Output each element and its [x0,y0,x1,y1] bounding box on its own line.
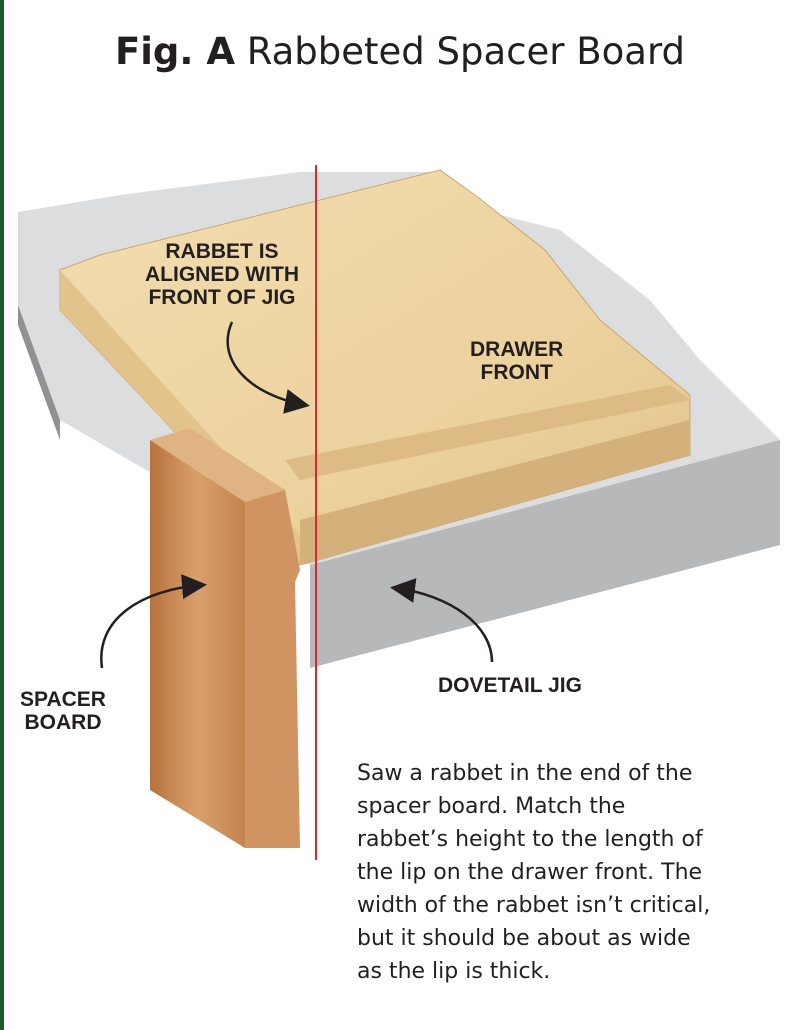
rabbet-arrow [226,321,310,414]
caption-line: Saw a rabbet in the end of the [357,761,693,786]
spacer-board-top [150,428,285,502]
caption-line: width of the rabbet isn’t critical, [357,893,711,918]
figure-title: Fig. A Rabbeted Spacer Board [0,30,800,73]
drawer-front-ledge [285,385,690,480]
dovetail-jig-arrow [390,578,494,663]
accent-bar [0,0,4,1030]
label-line: DRAWER [470,338,564,361]
label-drawer-front: DRAWER FRONT [470,338,563,384]
label-rabbet: RABBET IS ALIGNED WITH FRONT OF JIG [145,240,299,309]
caption-line: the lip on the drawer front. The [357,860,703,885]
jig-front-face [310,440,780,668]
label-dovetail-jig: DOVETAIL JIG [438,674,582,697]
figure-number: Fig. A [114,30,235,73]
drawer-front-edge [300,420,690,565]
spacer-board-face [150,440,245,848]
label-spacer-board: SPACER BOARD [20,688,106,734]
caption-line: as the lip is thick. [357,959,551,984]
label-line: RABBET IS [165,240,279,263]
label-line: FRONT [480,361,553,384]
spacer-board-side [245,490,300,848]
spacer-board-arrow [100,574,207,669]
label-line: SPACER [20,688,106,711]
caption: Saw a rabbet in the end of the spacer bo… [357,757,787,988]
caption-line: rabbet’s height to the length of [357,827,703,852]
label-line: BOARD [24,711,102,734]
figure-title-text: Rabbeted Spacer Board [246,30,686,73]
jig-left-side [18,305,60,440]
caption-line: but it should be about as wide [357,926,691,951]
label-line: FRONT OF JIG [148,286,296,309]
label-line: ALIGNED WITH [145,263,299,286]
caption-line: spacer board. Match the [357,794,626,819]
